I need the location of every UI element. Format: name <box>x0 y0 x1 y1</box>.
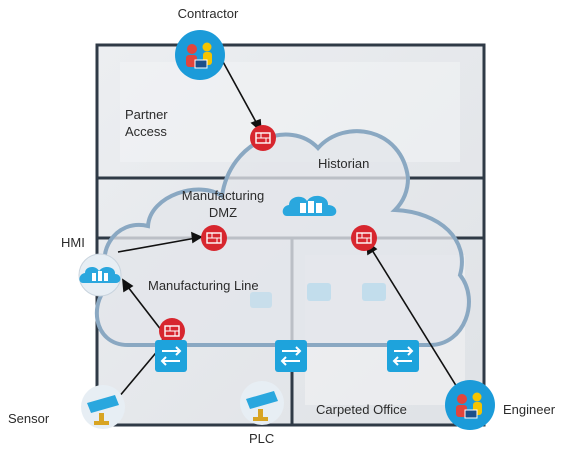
partner-access-label: Access <box>125 124 167 139</box>
firewall-icon[interactable] <box>201 225 227 251</box>
contractor-label: Contractor <box>178 6 239 21</box>
sensor-camera-icon[interactable] <box>81 385 125 429</box>
faded-device-icon <box>362 283 386 301</box>
faded-device-icon <box>307 283 331 301</box>
carpeted-office-label: Carpeted Office <box>316 402 407 417</box>
arrow-contractor-firewall <box>221 59 257 123</box>
contractor-people-icon[interactable] <box>175 30 225 80</box>
arrow-engineer-firewall <box>371 249 461 393</box>
arrow-head <box>191 231 203 244</box>
sensor-label: Sensor <box>8 411 50 426</box>
arrow-head <box>122 278 134 293</box>
faded-device-icon <box>250 292 272 308</box>
switch-icon[interactable] <box>387 340 419 372</box>
firewall-icon[interactable] <box>351 225 377 251</box>
arrow-firewall-hmi <box>127 286 166 336</box>
plc-camera-icon[interactable] <box>240 381 284 425</box>
manufacturing-dmz-label: Manufacturing <box>182 188 264 203</box>
historian-server-icon[interactable] <box>282 195 337 216</box>
hmi-label: HMI <box>61 235 85 250</box>
firewall-icon[interactable] <box>250 125 276 151</box>
switch-icon[interactable] <box>275 340 307 372</box>
manufacturing-line-label: Manufacturing Line <box>148 278 259 293</box>
hmi-server-icon[interactable] <box>78 253 122 297</box>
plc-label: PLC <box>249 431 274 446</box>
historian-label: Historian <box>318 156 369 171</box>
arrow-hmi-firewall <box>117 237 197 253</box>
switch-icon[interactable] <box>155 340 187 372</box>
firewall-icon[interactable] <box>159 318 185 344</box>
engineer-people-icon[interactable] <box>445 380 495 430</box>
engineer-label: Engineer <box>503 402 556 417</box>
manufacturing-dmz-label: DMZ <box>209 205 237 220</box>
partner-access-label: Partner <box>125 107 168 122</box>
